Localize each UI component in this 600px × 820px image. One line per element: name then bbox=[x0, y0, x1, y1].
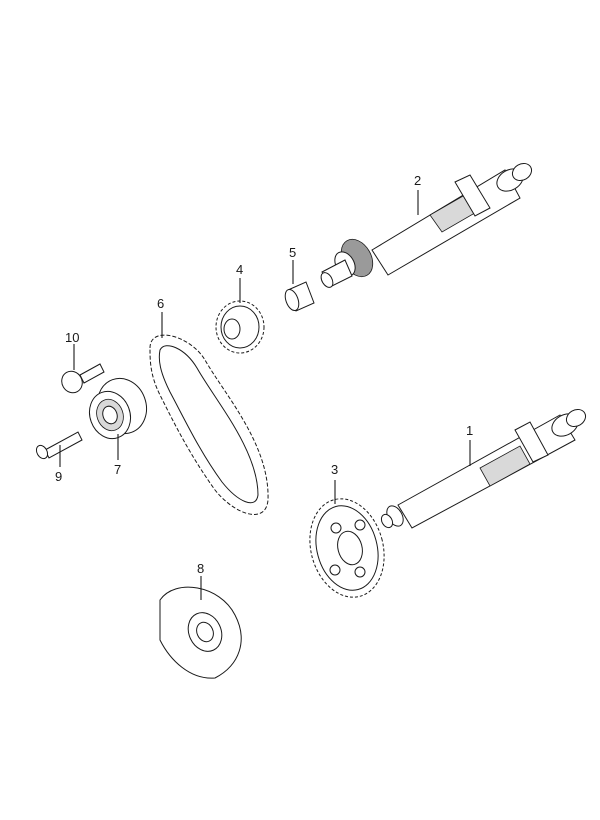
part-5-bushing bbox=[284, 281, 315, 312]
callout-4: 4 bbox=[236, 262, 244, 277]
callout-3: 3 bbox=[331, 462, 339, 477]
part-2-upper-shaft bbox=[320, 162, 533, 288]
part-1-lower-shaft bbox=[380, 408, 587, 529]
callout-1: 1 bbox=[466, 423, 474, 438]
callout-5: 5 bbox=[289, 245, 297, 260]
part-10-bolt bbox=[61, 363, 105, 394]
callout-2: 2 bbox=[414, 173, 422, 188]
callout-7: 7 bbox=[114, 462, 122, 477]
part-9-bolt bbox=[35, 431, 83, 460]
callout-9: 9 bbox=[55, 469, 63, 484]
part-8-cover-plate bbox=[159, 586, 242, 679]
part-7-tensioner bbox=[88, 377, 148, 440]
callout-10: 10 bbox=[65, 330, 80, 345]
part-3-sprocket bbox=[309, 498, 385, 598]
callout-6: 6 bbox=[157, 296, 165, 311]
part-6-belt bbox=[149, 334, 269, 515]
callout-8: 8 bbox=[197, 561, 205, 576]
part-4-gear bbox=[215, 300, 265, 354]
